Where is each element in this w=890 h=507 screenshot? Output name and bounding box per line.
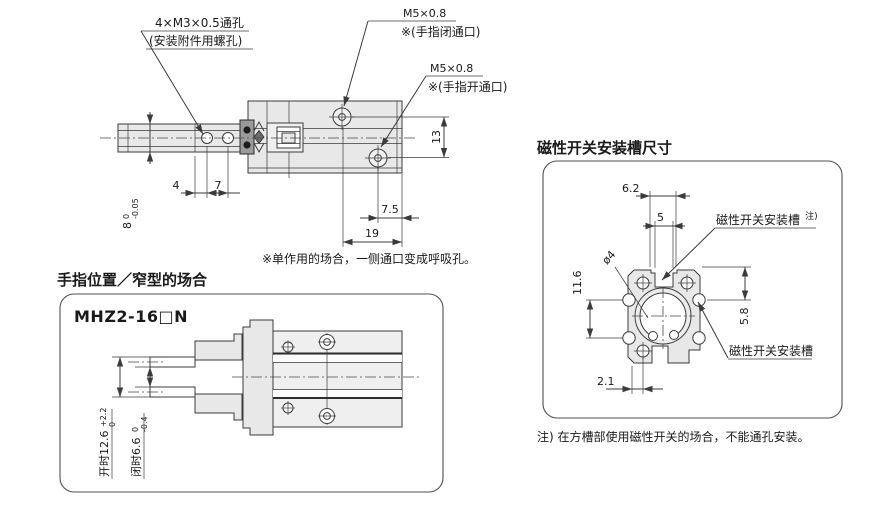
finger-box-title: 手指位置／窄型的场合 — [57, 271, 208, 289]
callout-open-port-line1: M5×0.8 — [430, 62, 473, 75]
corner-hole — [678, 274, 696, 292]
callout-finger-close-port: M5×0.8 ※(手指闭通口) — [343, 7, 480, 107]
finger-attachment-block — [239, 119, 265, 155]
finger-position-box: 手指位置／窄型的场合 MHZ2-16□N — [57, 271, 444, 493]
round-groove-text: 磁性开关安装槽 — [729, 343, 813, 358]
callout-close-port-line1: M5×0.8 — [403, 7, 446, 20]
dim-2-1: 2.1 — [597, 357, 663, 394]
dim-7-value: 7 — [215, 179, 222, 192]
top-view-drawing: 8 0 -0.05 4 7 7.5 — [100, 7, 507, 266]
dim-closed-label: 闭时6.6 — [130, 438, 143, 478]
dim-open-label: 开时12.6 — [98, 431, 111, 478]
callout-open-port-line2: ※(手指开通口) — [428, 79, 507, 94]
dim-4-7: 4 7 — [173, 146, 240, 198]
dim-8: 8 0 -0.05 — [121, 112, 162, 229]
dim-13-value: 13 — [430, 130, 443, 144]
dim-11-6: 11.6 — [571, 271, 623, 339]
callout-close-port-line2: ※(手指闭通口) — [401, 24, 480, 39]
dim-7-5: 7.5 — [360, 168, 419, 223]
finger-close-port — [329, 104, 355, 130]
dim-2-1-value: 2.1 — [597, 375, 615, 388]
dim-11-6-value: 11.6 — [571, 271, 584, 296]
callout-mounting-holes: 4×M3×0.5通孔 (安装附件用螺孔) — [140, 16, 253, 135]
square-groove-text: 磁性开关安装槽 — [716, 212, 800, 227]
label-square-groove: 磁性开关安装槽 注) — [661, 209, 818, 281]
dim-5-8: 5.8 — [702, 266, 751, 326]
dim-13: 13 — [352, 116, 449, 158]
body-cross-section — [622, 269, 706, 364]
model-number: MHZ2-16□N — [74, 307, 188, 326]
dim-5-8-value: 5.8 — [738, 308, 751, 326]
dim-6-2-value: 6.2 — [622, 182, 640, 195]
dim-19: 19 — [342, 127, 403, 247]
guide-mechanism — [266, 122, 304, 153]
dim-8-tol-bot: -0.05 — [131, 198, 140, 219]
switch-box-note: 注) 在方槽部使用磁性开关的场合，不能通孔安装。 — [537, 429, 810, 444]
callout-finger-open-port: M5×0.8 ※(手指开通口) — [380, 62, 507, 148]
svg-text:磁性开关安装槽 注): 磁性开关安装槽 注) — [716, 209, 818, 228]
dim-closed-tol-bot: -0.4 — [140, 416, 149, 432]
dim-7-5-value: 7.5 — [381, 203, 399, 216]
dim-open-tol-bot: 0 — [108, 422, 117, 427]
flange-plate — [242, 319, 274, 436]
dim-5: 5 — [643, 211, 685, 268]
dim-closed: 闭时6.6 0 -0.4 — [130, 366, 168, 479]
label-round-groove: 磁性开关安装槽 — [697, 301, 813, 360]
callout-mounting-line2: (安装附件用螺孔) — [149, 33, 242, 48]
dim-8-tol-top: 0 — [122, 214, 131, 219]
switch-groove-box: 磁性开关安装槽尺寸 — [537, 139, 843, 444]
single-acting-note: ※单作用的场合，一侧通口变成呼吸孔。 — [262, 251, 476, 266]
callout-mounting-line1: 4×M3×0.5通孔 — [155, 16, 244, 30]
finger-open-port — [365, 145, 391, 171]
dim-open-tol-top: +2.2 — [99, 408, 108, 427]
dim-4-value: 4 — [173, 179, 180, 192]
body-holes — [281, 334, 336, 424]
dim-5-value: 5 — [657, 211, 664, 224]
dim-8-value: 8 — [121, 222, 134, 229]
dim-open: 开时12.6 +2.2 0 — [98, 356, 163, 479]
dim-closed-tol-top: 0 — [131, 427, 140, 432]
corner-hole — [634, 274, 652, 292]
square-groove-sup: 注) — [805, 210, 818, 222]
dim-19-value: 19 — [365, 227, 379, 240]
switch-box-title: 磁性开关安装槽尺寸 — [537, 139, 672, 157]
